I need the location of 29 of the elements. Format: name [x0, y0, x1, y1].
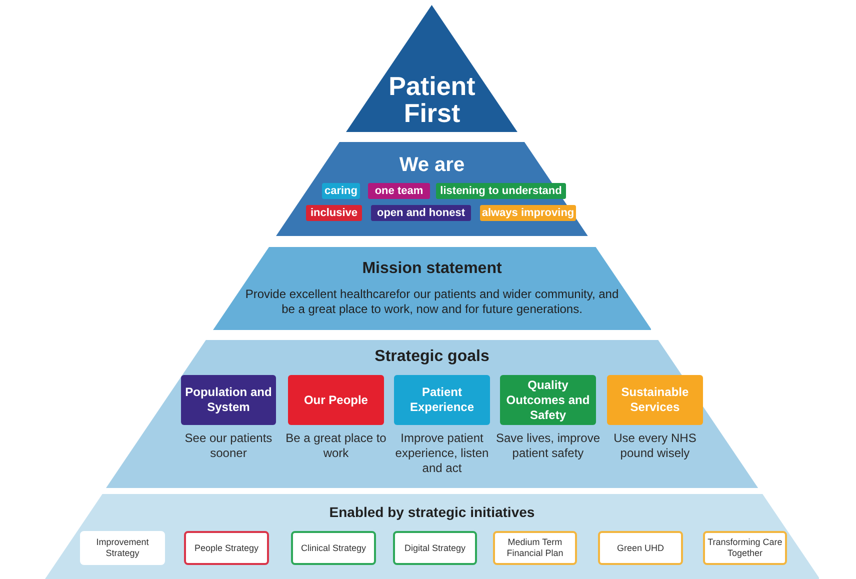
tier-heading: We are — [399, 153, 465, 178]
value-tag: listening to understand — [436, 183, 566, 199]
initiative-box: Improvement Strategy — [80, 531, 165, 565]
initiative-box: Green UHD — [598, 531, 683, 565]
initiative-box: Transforming Care Together — [702, 531, 787, 565]
tier-heading: Mission statement — [362, 259, 502, 279]
goal-description: Save lives, improve patient safety — [494, 431, 601, 461]
goal-description: Use every NHS pound wisely — [612, 431, 698, 461]
value-tag: always improving — [480, 205, 576, 221]
value-tag: one team — [368, 183, 430, 199]
tier-heading: Strategic goals — [374, 347, 490, 367]
goal-box: Population and System — [180, 375, 276, 425]
goal-box: Sustainable Services — [606, 375, 703, 425]
goal-description: Improve patient experience, listen and act — [394, 431, 490, 476]
goal-description: Be a great place to work — [284, 431, 388, 461]
initiative-box: Clinical Strategy — [290, 531, 376, 565]
tier-heading: Enabled by strategic initiatives — [329, 503, 535, 522]
value-tag: caring — [322, 183, 360, 199]
initiative-box: Digital Strategy — [392, 531, 477, 565]
value-tag: open and honest — [370, 205, 471, 221]
goal-description: See our patients sooner — [184, 431, 274, 461]
mission-text: Provide excellent healthcarefor our patients and wider community, and be a great place to work, now and for future generations. — [244, 287, 620, 317]
goal-box: Quality Outcomes and Safety — [500, 375, 596, 425]
goal-box: Our People — [288, 375, 384, 425]
goal-box: Patient Experience — [394, 375, 490, 425]
tier-heading: Patient First — [388, 73, 476, 127]
value-tag: inclusive — [306, 205, 362, 221]
initiative-box: People Strategy — [184, 531, 269, 565]
initiative-box: Medium Term Financial Plan — [492, 531, 577, 565]
